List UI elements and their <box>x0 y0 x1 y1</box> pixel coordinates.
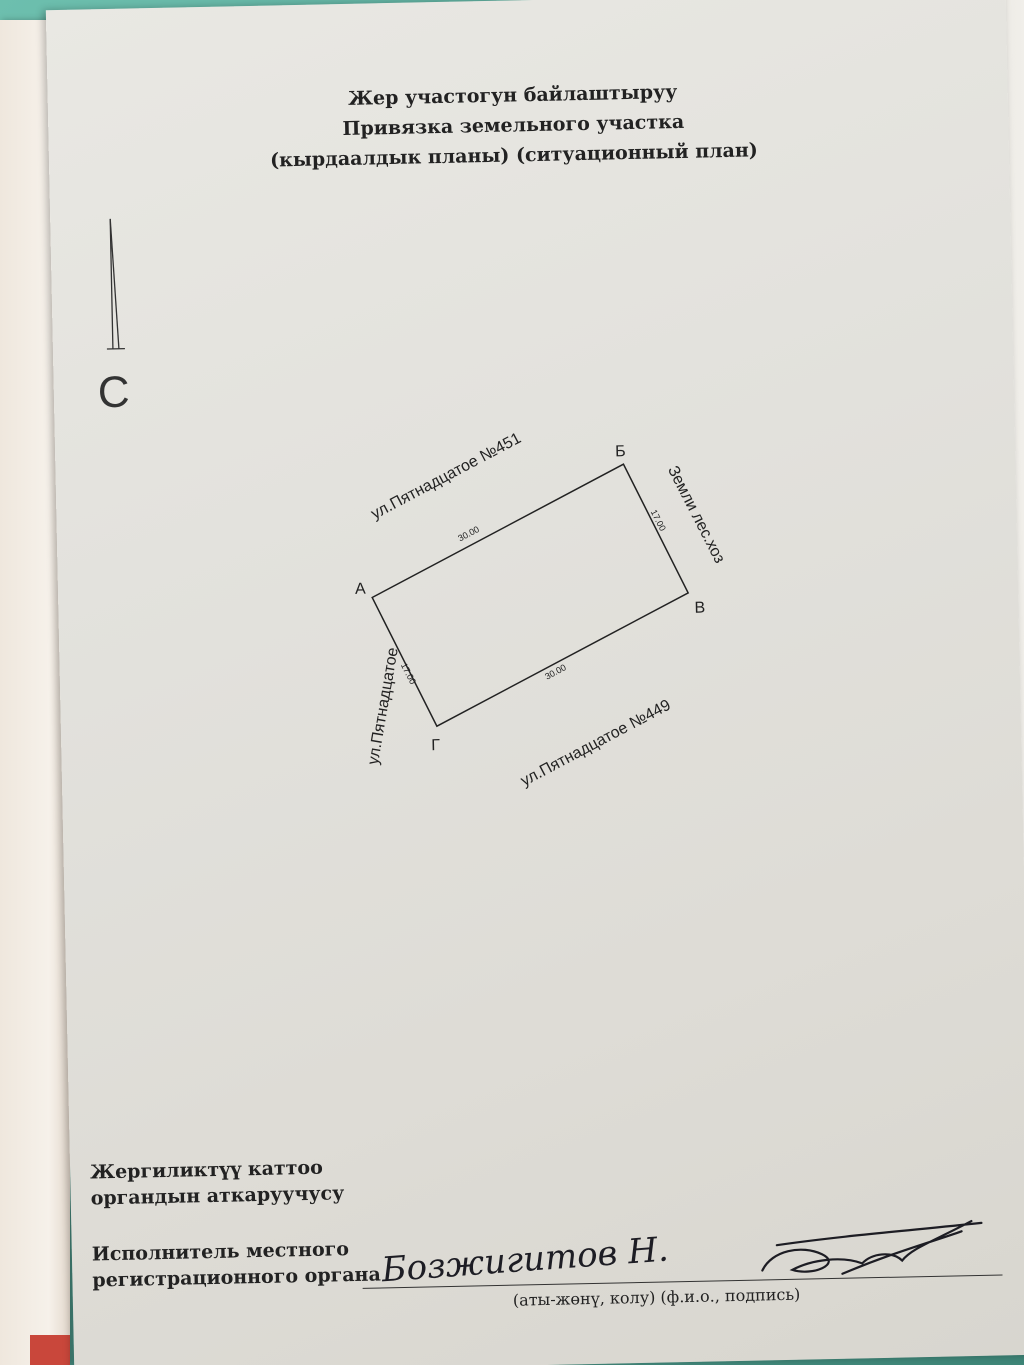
vertex-a-label: А <box>355 581 366 598</box>
handwritten-name: Бозжигитов Н. <box>379 1229 670 1290</box>
neighbour-right-label: Земли лес.хоз <box>664 463 728 566</box>
handwritten-signature: Бозжигитов Н. <box>379 1219 983 1290</box>
plot-boundary <box>371 463 690 728</box>
registry-officer-kyrgyz: Жергиликтүү каттоо органдын аткаруучусу <box>90 1154 345 1211</box>
vertex-g-label: Г <box>431 737 440 754</box>
registry-officer-kyrgyz-line2: органдын аткаруучусу <box>90 1182 345 1210</box>
dimension-vg: 30.00 <box>543 662 568 681</box>
dimension-ga: 17.00 <box>399 661 418 686</box>
registry-officer-russian-line2: регистрационного органа <box>92 1263 381 1292</box>
north-arrow-icon: С <box>97 218 130 418</box>
vertex-b-label: Б <box>615 443 626 460</box>
street-bottom-label: ул.Пятнадцатое №449 <box>518 697 674 790</box>
registry-officer-russian: Исполнитель местного регистрационного ор… <box>92 1235 381 1293</box>
north-label: С <box>97 368 130 418</box>
dimension-ab: 30.00 <box>456 524 481 543</box>
street-top-label: ул.Пятнадцатое №451 <box>368 430 524 523</box>
vertex-v-label: В <box>694 600 705 617</box>
street-left-label: ул.Пятнадцатое <box>365 646 402 766</box>
document-page: Жер участогун байлаштыруу Привязка земел… <box>45 0 1024 1365</box>
folder-red-edge <box>30 1335 70 1365</box>
situation-plan: С А Б В Г 30.00 17.00 30.00 17.00 ул.Пят… <box>97 218 728 790</box>
